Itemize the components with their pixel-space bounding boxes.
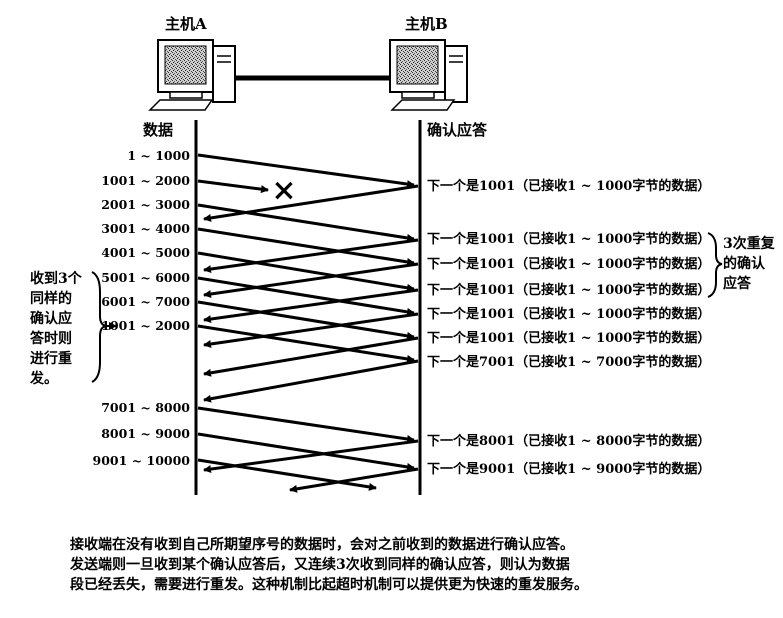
caption-line: 段已经丢失，需要进行重发。这种机制比起超时机制可以提供更为快速的重发服务。 bbox=[70, 577, 588, 593]
host-a-label: 主机A bbox=[165, 15, 207, 33]
dup-ack-note-line: 的确认 bbox=[723, 255, 766, 272]
segment-label: 1001 ~ 2000 bbox=[101, 173, 190, 188]
data-arrow bbox=[197, 432, 415, 471]
segment-label-resend: 1001 ~ 2000 bbox=[101, 318, 190, 333]
computer-a-icon bbox=[148, 39, 236, 111]
resend-note-line: 进行重 bbox=[30, 350, 72, 367]
data-column-label: 数据 bbox=[143, 121, 173, 139]
data-arrow bbox=[197, 203, 415, 242]
segment-label: 7001 ~ 8000 bbox=[101, 400, 190, 415]
segment-label: 4001 ~ 5000 bbox=[101, 245, 190, 260]
ack-label: 下一个是8001（已接收1 ~ 8000字节的数据） bbox=[427, 433, 710, 449]
ack-label: 下一个是1001（已接收1 ~ 1000字节的数据） bbox=[427, 178, 710, 194]
segment-label: 1 ~ 1000 bbox=[127, 148, 190, 163]
data-arrow bbox=[197, 458, 377, 491]
ack-arrow bbox=[203, 312, 419, 348]
data-arrow bbox=[197, 276, 415, 316]
resend-note-line: 答时则 bbox=[30, 330, 72, 347]
data-arrow bbox=[197, 251, 415, 292]
resend-note-line: 收到3个 bbox=[30, 270, 83, 287]
resend-note-line: 确认应 bbox=[30, 310, 72, 327]
resend-note-line: 发。 bbox=[29, 370, 58, 387]
ack-arrow bbox=[289, 467, 419, 493]
data-arrow bbox=[197, 153, 415, 188]
ack-arrow bbox=[203, 238, 419, 273]
host-b-label: 主机B bbox=[405, 15, 448, 33]
resend-brace bbox=[91, 271, 107, 383]
data-arrow bbox=[197, 227, 415, 266]
ack-arrow bbox=[203, 262, 419, 298]
ack-label: 下一个是1001（已接收1 ~ 1000字节的数据） bbox=[427, 231, 710, 247]
ack-arrow bbox=[203, 439, 419, 474]
caption-line: 发送端则一旦收到某个确认应答后，又连续3次收到同样的确认应答，则认为数据 bbox=[70, 557, 570, 573]
ack-column-label: 确认应答 bbox=[427, 121, 488, 139]
ack-label: 下一个是1001（已接收1 ~ 1000字节的数据） bbox=[427, 330, 710, 346]
lost-segment-x-icon: × bbox=[271, 173, 296, 208]
diagram-caption: 接收端在没有收到自己所期望序号的数据时，会对之前收到的数据进行确认应答。 发送端… bbox=[70, 535, 750, 595]
segment-label: 9001 ~ 10000 bbox=[93, 453, 191, 468]
dup-ack-note-line: 应答 bbox=[723, 275, 752, 292]
segment-label: 2001 ~ 3000 bbox=[101, 197, 190, 212]
segment-label: 5001 ~ 6000 bbox=[101, 270, 190, 285]
resend-data-arrow bbox=[197, 324, 415, 363]
ack-arrow bbox=[203, 288, 419, 323]
lost-data-arrow bbox=[197, 179, 269, 194]
ack-label: 下一个是1001（已接收1 ~ 1000字节的数据） bbox=[427, 306, 710, 322]
caption-line: 接收端在没有收到自己所期望序号的数据时，会对之前收到的数据进行确认应答。 bbox=[70, 537, 574, 553]
dup-ack-brace bbox=[707, 232, 723, 298]
ack-arrow bbox=[203, 336, 419, 377]
segment-label: 8001 ~ 9000 bbox=[101, 426, 190, 441]
ack-arrow bbox=[203, 359, 419, 403]
ack-arrow bbox=[203, 184, 419, 222]
ack-label: 下一个是7001（已接收1 ~ 7000字节的数据） bbox=[427, 354, 710, 370]
segment-label: 3001 ~ 4000 bbox=[101, 221, 190, 236]
ack-label: 下一个是9001（已接收1 ~ 9000字节的数据） bbox=[427, 461, 710, 477]
computer-b-icon bbox=[389, 39, 468, 111]
dup-ack-note-line: 3次重复 bbox=[723, 235, 776, 252]
ack-label: 下一个是1001（已接收1 ~ 1000字节的数据） bbox=[427, 282, 710, 298]
ack-label: 下一个是1001（已接收1 ~ 1000字节的数据） bbox=[427, 256, 710, 272]
data-arrow bbox=[197, 406, 415, 443]
resend-note-line: 同样的 bbox=[30, 290, 72, 307]
data-arrow bbox=[197, 300, 415, 340]
segment-label: 6001 ~ 7000 bbox=[101, 294, 190, 309]
